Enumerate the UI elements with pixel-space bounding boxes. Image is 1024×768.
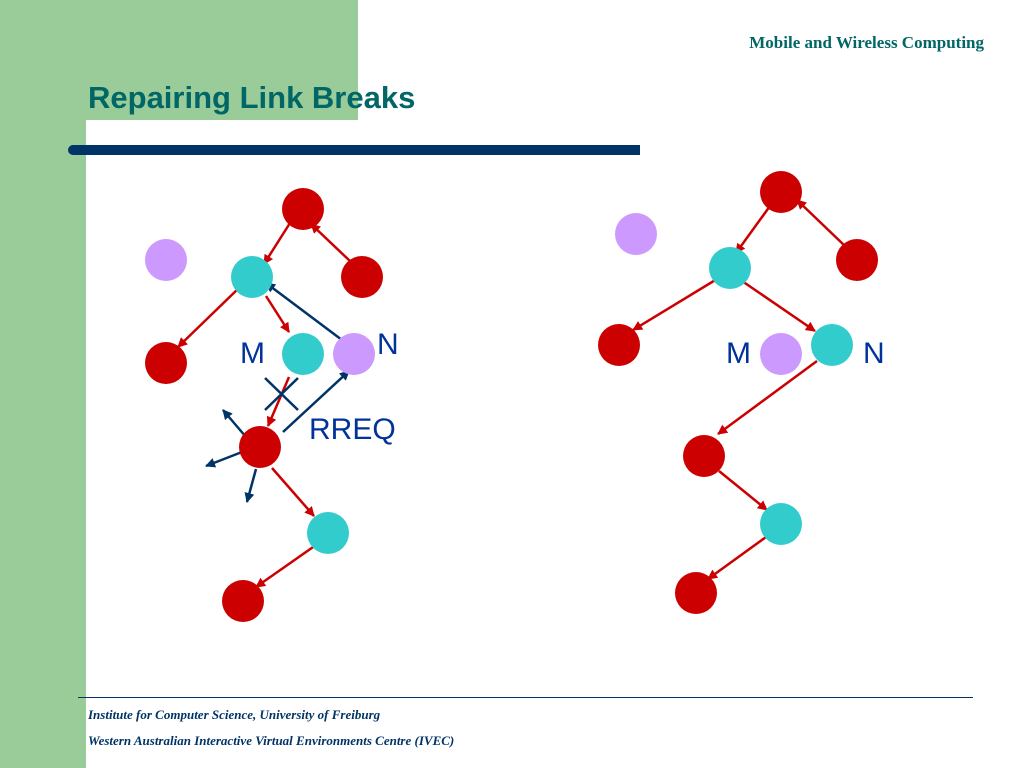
left-node-cyan-upper (231, 256, 273, 298)
right-edge-cyan-to-n (741, 279, 816, 333)
left-node-bottom-red (222, 580, 264, 622)
left-node-left-red (145, 342, 187, 384)
left-node-right-red (341, 256, 383, 298)
link-break-cross-b (264, 377, 299, 411)
left-edge-cyan-to-m (264, 295, 291, 333)
right-node-right-red (836, 239, 878, 281)
left-label-m: M (240, 337, 265, 370)
left-edge-top-to-cyan (262, 222, 292, 265)
rreq-arrow-n-to-cyan (265, 282, 343, 341)
right-edge-right-to-top (796, 199, 846, 247)
left-node-top-red (282, 188, 324, 230)
footer-ivec: Western Australian Interactive Virtual E… (88, 733, 455, 748)
right-node-top-red (760, 171, 802, 213)
left-label-rreq: RREQ (309, 413, 396, 446)
right-edge-cyan-to-left (632, 277, 718, 332)
right-node-m-lilac (760, 333, 802, 375)
title-underline-bar (68, 145, 640, 155)
right-edge-red-to-cyan (718, 470, 768, 511)
left-node-lilac-isolated (145, 239, 187, 281)
left-node-lower-red (239, 426, 281, 468)
right-node-cyan-lower (760, 503, 802, 545)
rreq-arrow-down (244, 468, 258, 503)
right-node-cyan-upper (709, 247, 751, 289)
right-edge-cyan-to-bottom (707, 535, 767, 581)
top-green-block (0, 0, 358, 120)
right-node-lilac-isolated (615, 213, 657, 255)
left-edge-lower-to-cyan2 (271, 467, 315, 517)
right-diagram: M N (598, 171, 885, 614)
left-edge-right-to-top (310, 223, 352, 263)
left-diagram: M N RREQ (145, 188, 399, 622)
left-node-m-cyan (282, 333, 324, 375)
rreq-arrow-upleft (222, 409, 247, 438)
header-title: Mobile and Wireless Computing (749, 33, 984, 52)
rreq-arrow-to-n (282, 370, 350, 433)
left-node-n-lilac (333, 333, 375, 375)
left-edge-m-to-lower (266, 376, 291, 427)
right-edge-top-to-cyan (734, 205, 772, 254)
left-label-n: N (377, 328, 399, 361)
right-node-n-cyan (811, 324, 853, 366)
left-edge-cyan2-to-bottom (255, 543, 317, 589)
left-edge-cyan-to-left (177, 285, 242, 348)
right-edge-n-to-red (717, 359, 818, 436)
right-label-m: M (726, 337, 751, 370)
footer-divider (78, 697, 973, 698)
right-node-left-red (598, 324, 640, 366)
right-node-bottom-red (675, 572, 717, 614)
rreq-arrow-left (205, 450, 243, 468)
right-label-n: N (863, 337, 885, 370)
footer-institute: Institute for Computer Science, Universi… (88, 707, 381, 722)
left-node-cyan-lower (307, 512, 349, 554)
left-green-strip (0, 0, 86, 768)
right-node-mid-red (683, 435, 725, 477)
slide-title: Repairing Link Breaks (88, 80, 416, 115)
